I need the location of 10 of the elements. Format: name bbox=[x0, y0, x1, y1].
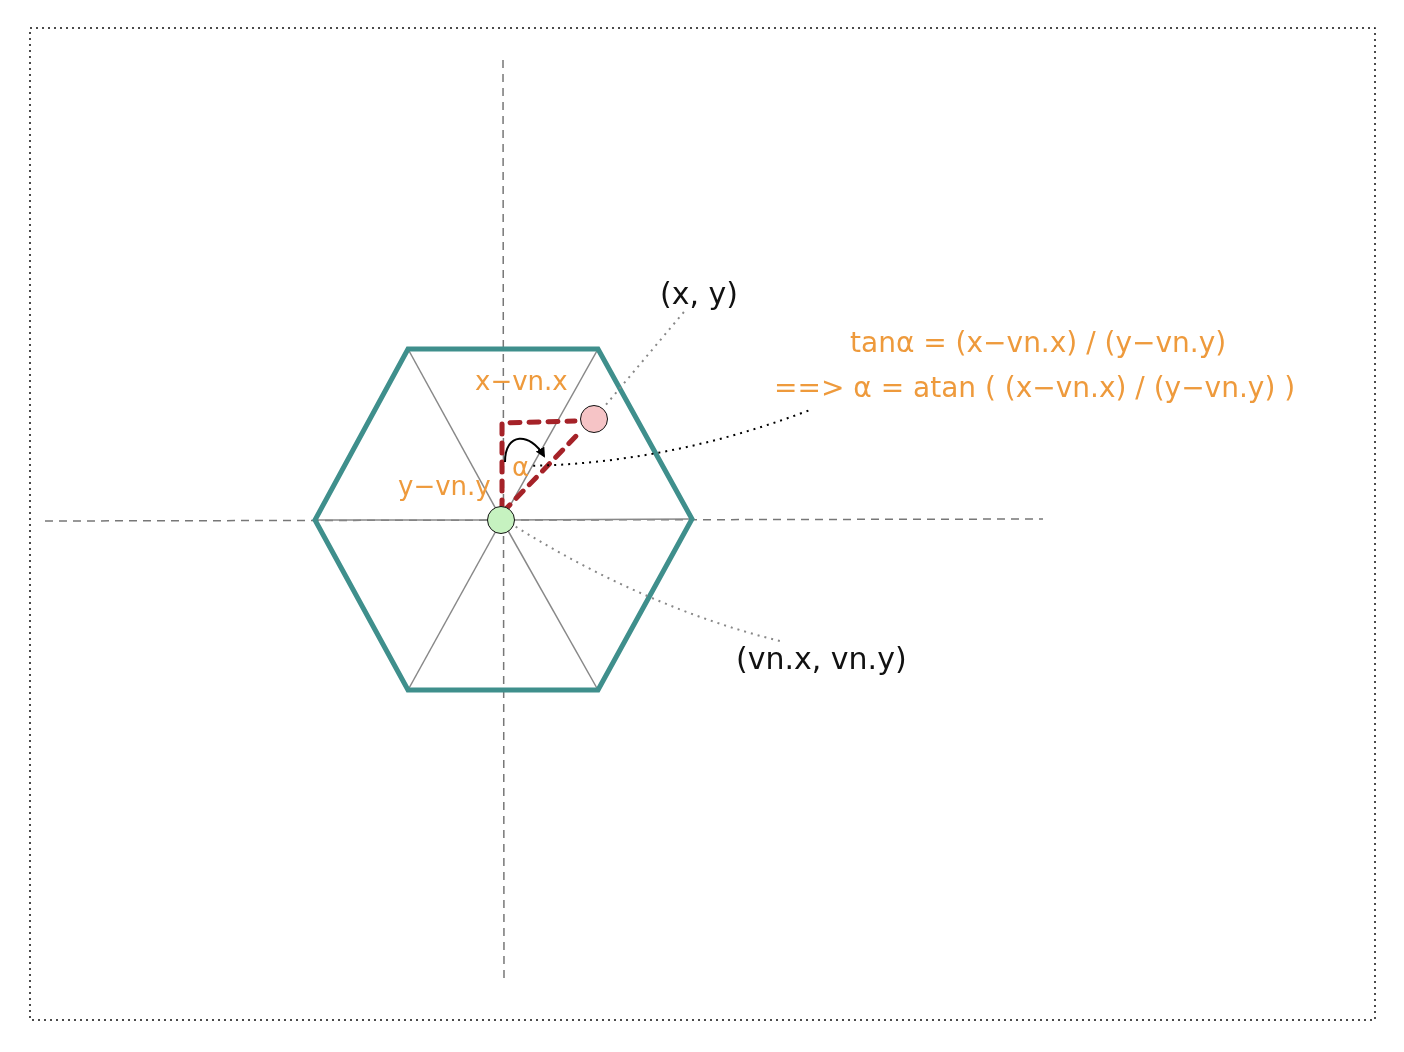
formula-text: ==> α = atan ( (x−vn.x) / (y−vn.y) ) bbox=[774, 369, 1296, 406]
angle-label: α bbox=[512, 452, 530, 484]
coordinate-label: (x, y) bbox=[660, 276, 738, 312]
point-marker bbox=[580, 405, 608, 433]
leader-line bbox=[512, 524, 781, 642]
point-marker bbox=[487, 506, 515, 534]
component-label: y−vn.y bbox=[398, 471, 491, 503]
formula-text: tanα = (x−vn.x) / (y−vn.y) bbox=[849, 325, 1228, 361]
coordinate-label: (vn.x, vn.y) bbox=[736, 641, 907, 677]
component-label: x−vn.x bbox=[475, 366, 568, 398]
